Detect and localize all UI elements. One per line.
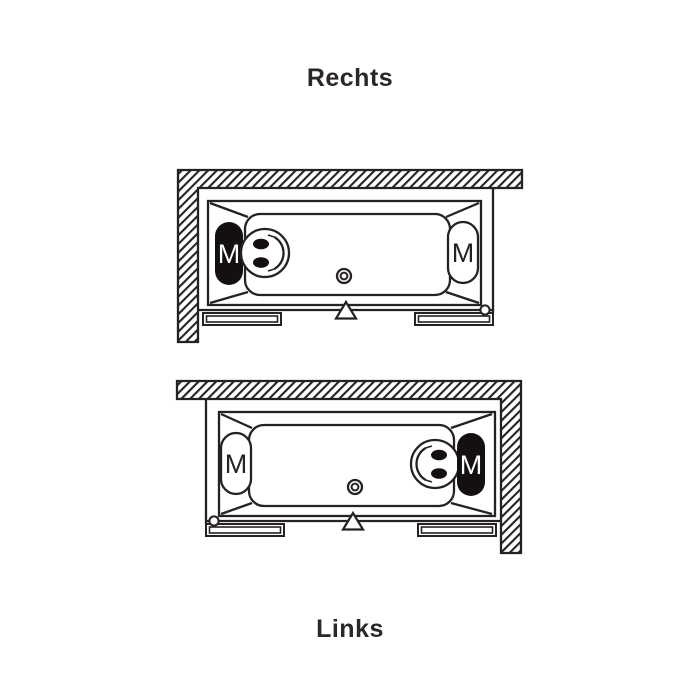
headrest-light-label: M xyxy=(452,238,475,268)
hinge-pin-icon xyxy=(208,515,220,527)
smiley-mouth xyxy=(273,236,285,270)
headrest-dark-icon xyxy=(457,433,485,496)
headrest-light-icon xyxy=(446,220,480,285)
headrest-dark-label: M xyxy=(460,450,483,480)
headrest-dark-icon xyxy=(215,222,243,285)
drain-icon xyxy=(335,267,353,285)
label-rechts: Rechts xyxy=(306,64,394,92)
label-links: Links xyxy=(316,615,384,643)
diagram-links: M M xyxy=(175,379,523,555)
wall-top-left-icon xyxy=(176,168,524,344)
headrest-light-label: M xyxy=(225,449,248,479)
wall-top-right-icon xyxy=(175,379,523,555)
smiley-mouth xyxy=(415,447,427,481)
smiley-eye xyxy=(431,449,447,461)
drain-icon xyxy=(346,478,364,496)
center-marker-triangle xyxy=(334,299,358,320)
tub-corner-edges xyxy=(220,412,493,516)
smiley-eye xyxy=(253,238,269,250)
headrest-dark-label: M xyxy=(218,239,241,269)
smiley-eye xyxy=(431,468,447,479)
door-rail-right xyxy=(417,523,497,537)
door-rail-left xyxy=(205,523,285,537)
tub-corner-edges xyxy=(209,201,480,305)
door-rail-right xyxy=(414,312,494,326)
headrest-light-icon xyxy=(219,431,253,496)
smiley-eye xyxy=(253,257,269,268)
smiley-face-icon xyxy=(239,227,291,279)
hinge-pin-icon xyxy=(479,304,491,316)
smiley-face-icon xyxy=(409,438,461,490)
door-rail-left xyxy=(202,312,282,326)
center-marker-triangle xyxy=(341,510,365,531)
diagram-rechts: M M xyxy=(176,168,524,344)
